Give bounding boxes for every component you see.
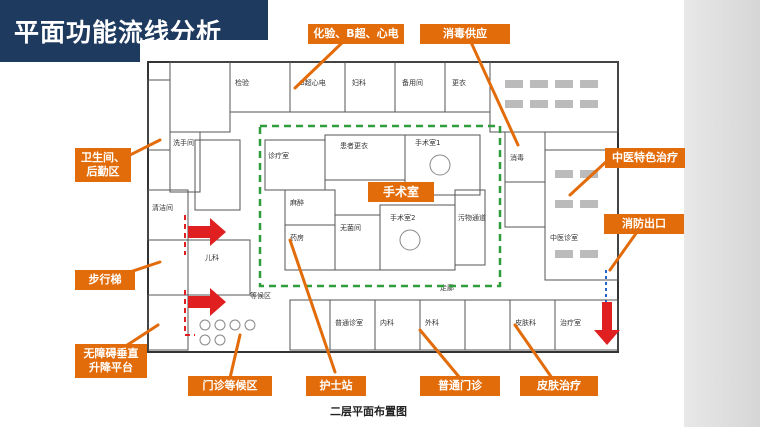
room-label: 消毒 [510,153,524,162]
room-label: 洗手间 [173,138,194,147]
room-label: 等候区 [250,291,271,300]
arrow-down-exit [594,302,620,345]
stair-path [184,215,195,336]
callout-clinic: 普通门诊 [420,376,500,396]
callout-lab: 化验、B超、心电 [308,24,404,44]
arrow-right-lower [188,288,226,316]
room-label: 无菌间 [340,223,361,232]
room-label: 儿科 [205,253,219,262]
room-label: 患者更衣 [340,141,368,150]
left-rooms [147,79,251,351]
room-label: 检验 [235,78,249,87]
room-label: 内科 [380,318,394,327]
callout-surgery: 手术室 [368,182,434,202]
furniture [505,80,598,258]
room-label: 普通诊室 [335,318,363,327]
room-label: B超心电 [300,78,326,87]
room-label: 手术室2 [390,213,415,222]
surgery-zone-outline [258,124,502,288]
title-bar: 平面功能流线分析 [0,0,268,62]
room-labels: 检验 B超心电 妇科 备用间 更衣 洗手间 清洁间 诊疗室 患者更衣 手术室1 … [152,78,581,327]
side-band [684,0,760,427]
room-label: 清洁间 [152,203,173,212]
room-label: 皮肤科 [515,318,536,327]
bottom-rooms [289,299,619,351]
room-label: 备用间 [402,78,423,87]
room-label: 诊疗室 [268,151,289,160]
callout-tcm: 中医特色治疗 [605,148,685,168]
plan-caption: 二层平面布置图 [330,405,407,418]
surgery-rooms [264,134,486,271]
callout-fire-exit: 消防出口 [604,214,684,234]
room-label: 更衣 [452,78,466,87]
room-label: 药房 [290,233,304,242]
room-label: 外科 [425,318,439,327]
callout-lift: 无障碍垂直升降平台 [75,344,147,378]
room-label: 治疗室 [560,318,581,327]
room-label: 手术室1 [415,138,440,147]
callout-stairs: 步行梯 [75,270,135,290]
room-label: 污物通道 [458,213,486,222]
operating-tables [399,154,451,251]
waiting-chairs [199,319,256,346]
callout-nurse: 护士站 [306,376,366,396]
room-label: 走廊 [440,283,454,292]
callout-disinfect: 消毒供应 [420,24,510,44]
arrow-right-upper [188,218,226,246]
floor-plan: 检验 B超心电 妇科 备用间 更衣 洗手间 清洁间 诊疗室 患者更衣 手术室1 … [140,40,630,360]
room-label: 妇科 [352,78,366,87]
callout-waiting: 门诊等候区 [188,376,272,396]
callout-toilet: 卫生间、后勤区 [75,148,131,182]
callout-skin: 皮肤治疗 [520,376,598,396]
room-label: 中医诊室 [550,233,578,242]
room-label: 麻醉 [290,198,304,207]
